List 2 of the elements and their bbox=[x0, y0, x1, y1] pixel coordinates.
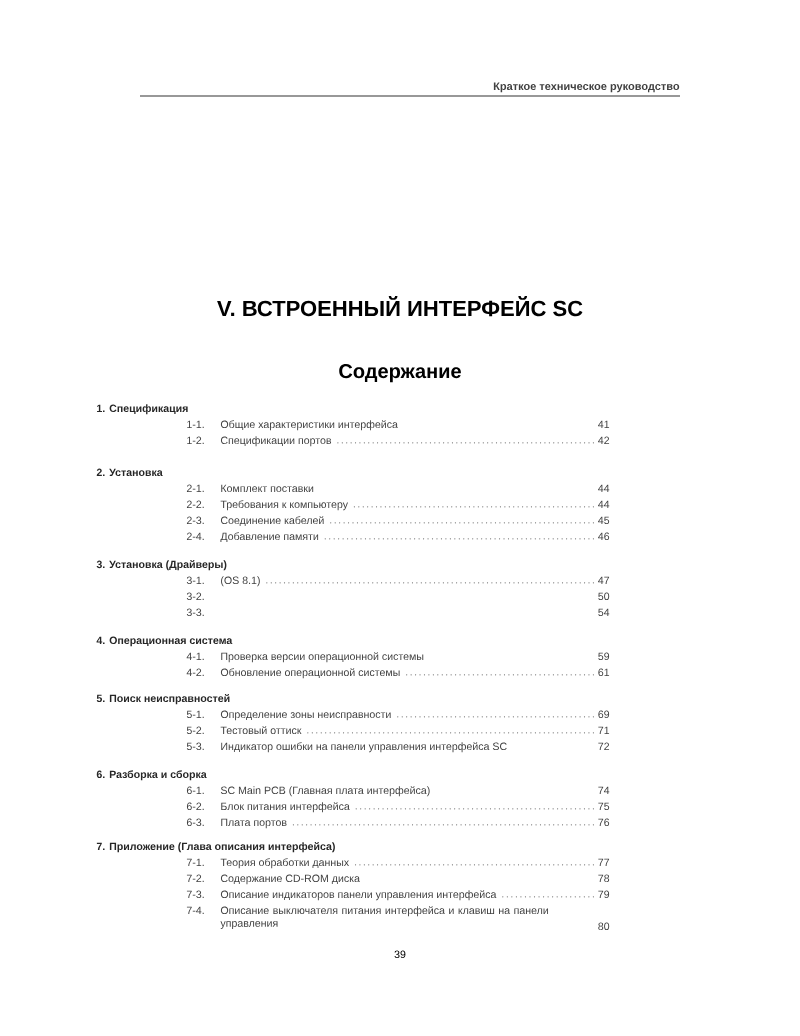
page-title: V. ВСТРОЕННЫЙ ИНТЕРФЕЙС SC bbox=[217, 296, 583, 317]
contents-heading: Содержание bbox=[339, 364, 461, 383]
